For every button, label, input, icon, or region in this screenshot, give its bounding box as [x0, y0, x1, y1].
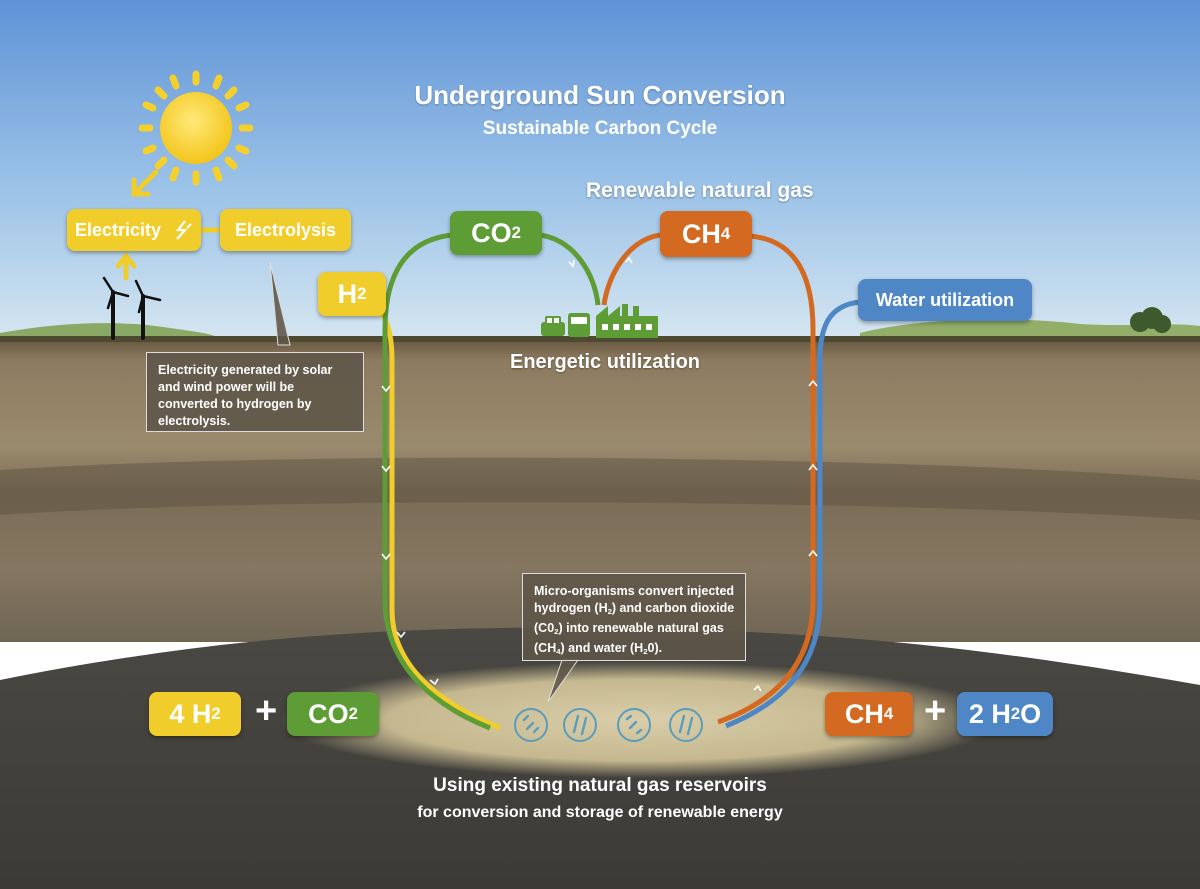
energetic-utilization-label: Energetic utilization: [510, 351, 701, 373]
factory-icon: [596, 304, 658, 338]
microorganism-note: Micro-organisms convert injected hydroge…: [522, 573, 746, 661]
electrolysis-note: Electricity generated by solar and wind …: [146, 352, 364, 432]
micro-note-l4b: ) and water (H: [560, 640, 644, 655]
methane-flow-line: [717, 233, 816, 725]
equation-h2o-label-b: O: [1020, 698, 1042, 729]
sun-arrow: [131, 169, 159, 197]
electrolysis-note-pointer: [269, 261, 291, 346]
water-utilization-box: Water utilization: [858, 279, 1032, 321]
dark-band: [0, 457, 1200, 520]
lightning-icon: [175, 220, 192, 240]
flow-arrows: [381, 256, 818, 692]
right-hills: [860, 319, 1200, 340]
water-flow-line: [725, 299, 861, 729]
electrolysis-box: Electrolysis: [220, 209, 351, 251]
micro-note-l4c: 0).: [647, 640, 663, 655]
equation-4h2-subscript: 2: [211, 704, 221, 723]
co2-flow-line: [382, 232, 491, 731]
micro-note-line-2: hydrogen (H2) and carbon dioxide: [534, 600, 734, 620]
co2-return-line: [539, 232, 601, 306]
micro-note-sub-co2: 2: [554, 626, 559, 636]
micro-note-sub-h2o: 2: [643, 646, 648, 656]
electricity-box: Electricity: [67, 209, 201, 251]
page-title: Underground Sun Conversion: [414, 80, 786, 110]
equation-ch4-subscript: 4: [883, 704, 894, 723]
equation-co2-label: CO: [308, 698, 349, 729]
turbine-arrow: [115, 251, 137, 281]
micro-note-sub-h2: 2: [607, 606, 612, 616]
bus-icon: [568, 313, 590, 337]
equation-h2o-label-a: 2 H: [968, 698, 1011, 729]
micro-note-line-4: (CH4) and water (H20).: [534, 640, 734, 660]
equation-plus-left: +: [255, 690, 278, 732]
micro-note-l2b: ) and carbon dioxide: [611, 601, 735, 615]
methane-return-line: [601, 232, 661, 306]
water-utilization-label: Water utilization: [875, 289, 1015, 310]
electricity-label: Electricity: [74, 219, 162, 240]
electrolysis-label: Electrolysis: [234, 219, 337, 240]
gas-reservoir: [280, 662, 1000, 778]
microorganism-icon: [514, 708, 703, 742]
hydrogen-label: H: [337, 278, 358, 309]
micro-note-l3b: ) into renewable natural gas: [558, 620, 724, 635]
equation-h2o-subscript: 2: [1010, 704, 1021, 723]
micro-note-line-1: Micro-organisms convert injected: [534, 584, 735, 598]
equation-plus-right: +: [924, 690, 947, 732]
bottom-caption-line-2: for conversion and storage of renewable …: [417, 804, 783, 821]
renewable-gas-label: Renewable natural gas: [586, 179, 814, 202]
micro-note-sub-ch4: 4: [556, 646, 561, 656]
co2-top-label: CO: [471, 217, 512, 248]
sun-icon: [138, 70, 254, 186]
ground-surface: [0, 336, 1200, 342]
micro-note-line-3: (C02) into renewable natural gas: [534, 620, 734, 640]
co2-top-subscript: 2: [511, 223, 521, 242]
page-subtitle: Sustainable Carbon Cycle: [482, 118, 718, 139]
micro-note-l4a: (CH: [534, 640, 557, 655]
equation-ch4-label: CH: [844, 698, 884, 729]
equation-4h2-label: 4 H: [169, 698, 212, 729]
left-hills: [0, 323, 220, 340]
car-icon: [541, 316, 565, 336]
wind-turbine-icon: [102, 276, 162, 340]
bottom-caption-line-1: Using existing natural gas reservoirs: [433, 775, 767, 796]
micro-note-l3a: (C0: [534, 620, 555, 635]
hydrogen-subscript: 2: [357, 284, 367, 303]
ch4-top-label: CH: [681, 218, 721, 249]
tree-icon: [1130, 307, 1171, 333]
ch4-top-subscript: 4: [720, 224, 731, 243]
micro-note-l2a: hydrogen (H: [534, 601, 608, 615]
equation-co2-subscript: 2: [348, 704, 358, 723]
